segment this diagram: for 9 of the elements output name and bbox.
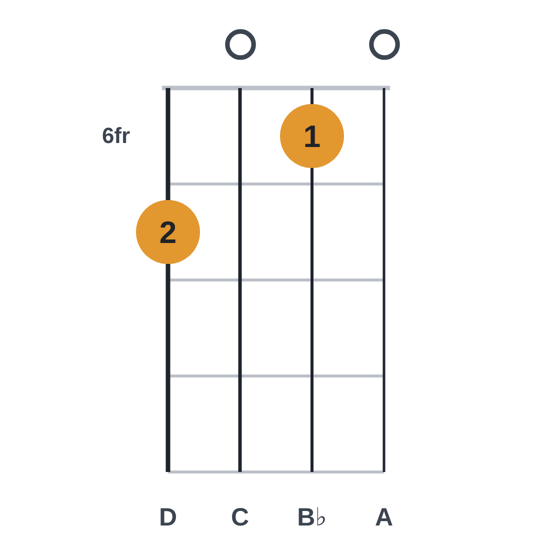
finger-dot: 2 [136, 200, 200, 264]
finger-dot: 1 [280, 104, 344, 168]
string-name: C [230, 506, 250, 530]
string-name: D [158, 506, 178, 530]
open-string-ring-icon [368, 28, 400, 60]
fret-number: 6fr [102, 125, 130, 147]
string-name: A [374, 506, 394, 530]
string-name: B♭ [297, 506, 327, 530]
open-string-ring-icon [224, 28, 256, 60]
